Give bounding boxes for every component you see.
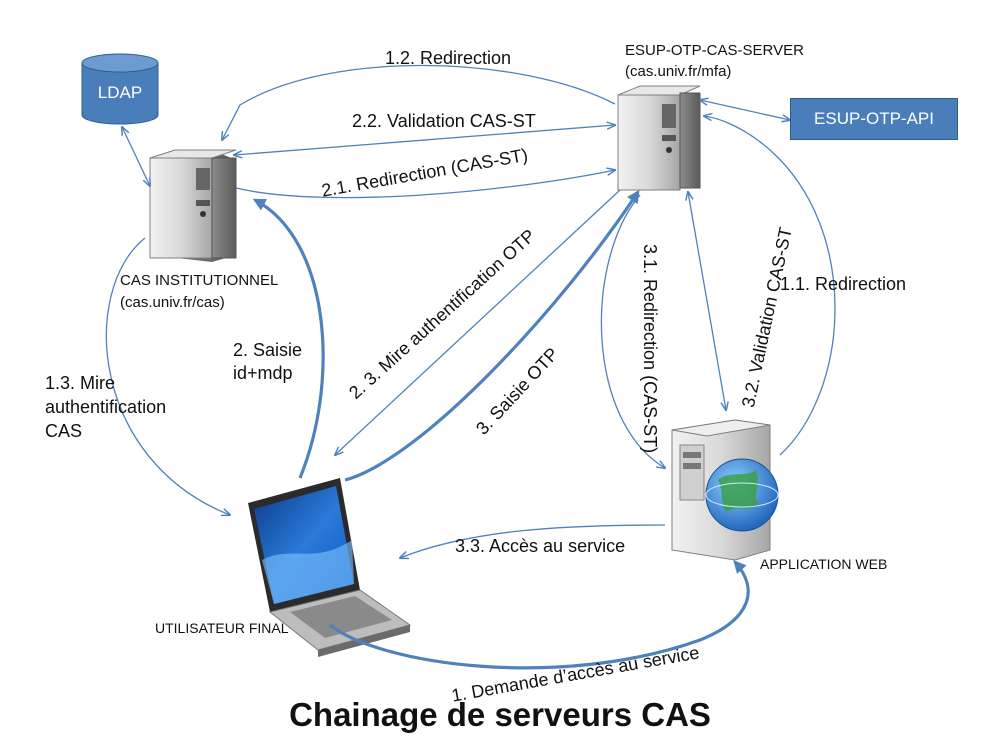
arrow-2-1-redirection	[235, 170, 615, 199]
label-2-line1: 2. Saisie	[233, 340, 303, 360]
arrow-2-3-mire-otp	[335, 189, 621, 455]
web-application-server-icon	[671, 419, 779, 561]
diagram-title: Chainage de serveurs CAS	[289, 696, 711, 733]
label-1-2: 1.2. Redirection	[385, 48, 512, 68]
otp-server-url: (cas.univ.fr/mfa)	[625, 63, 732, 80]
ldap-cas-arrow	[122, 127, 150, 186]
application-web-label: APPLICATION WEB	[760, 556, 888, 572]
arrow-3-3-acces	[400, 524, 666, 558]
cas-server-tower-icon	[149, 149, 237, 262]
arrow-1-1-redirection	[704, 116, 836, 456]
ldap-cylinder-icon	[81, 53, 159, 125]
laptop-icon	[248, 478, 412, 657]
otp-api-arrow	[700, 100, 790, 120]
label-3-3: 3.3. Accès au service	[455, 536, 626, 556]
arrow-3-saisie-otp	[344, 189, 640, 482]
label-2-line2: id+mdp	[233, 363, 293, 383]
arrow-1-3-mire-cas	[105, 237, 230, 515]
arrow-2-saisie-id	[252, 198, 325, 479]
label-1-3-line2: authentification	[45, 397, 167, 417]
label-1-3-line3: CAS	[45, 421, 83, 441]
cas-institutionnel-url: (cas.univ.fr/cas)	[120, 294, 225, 311]
arrow-1-demande-acces	[329, 560, 750, 670]
label-2-2: 2.2. Validation CAS-ST	[352, 111, 536, 131]
arrow-3-2-validation	[688, 192, 726, 410]
otp-server-name: ESUP-OTP-CAS-SERVER	[625, 42, 804, 59]
arrow-1-2-redirection	[222, 64, 616, 140]
cas-institutionnel-name: CAS INSTITUTIONNEL	[120, 272, 279, 289]
esup-otp-api-box: ESUP-OTP-API	[790, 98, 958, 140]
label-1-3-line1: 1.3. Mire	[45, 373, 116, 393]
otp-server-tower-icon	[617, 85, 701, 191]
arrow-3-1-redirection	[600, 194, 665, 468]
ldap-label: LDAP	[97, 83, 143, 102]
label-1-1: 1.1. Redirection	[780, 274, 907, 294]
arrow-2-2-validation	[234, 125, 615, 155]
utilisateur-final-label: UTILISATEUR FINAL	[155, 620, 289, 636]
label-3-1: 3.1. Redirection (CAS-ST)	[640, 244, 660, 454]
